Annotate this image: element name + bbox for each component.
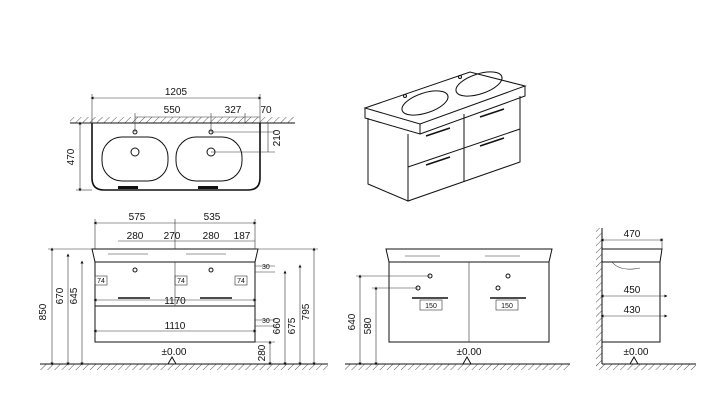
front-floor-level: ±0.00 — [162, 347, 187, 358]
front-basin-top — [91, 248, 259, 263]
dim-550: 550 — [164, 105, 181, 116]
dim-1110: 1110 — [165, 321, 186, 332]
dim-74-b: 74 — [177, 278, 185, 285]
dim-74-a: 74 — [97, 278, 105, 285]
dim-327: 327 — [225, 105, 242, 116]
dim-795: 795 — [301, 303, 312, 320]
iso-bowl-left — [401, 90, 449, 116]
side-cabinet — [601, 261, 661, 343]
dim-270: 270 — [164, 231, 181, 242]
dim-470-side: 470 — [624, 229, 641, 240]
side-floor-level: ±0.00 — [624, 347, 649, 358]
drain-left-icon — [130, 147, 140, 157]
dim-450: 450 — [624, 285, 641, 296]
top-basin-outline — [91, 123, 261, 191]
top-foot-right — [198, 186, 218, 189]
dim-580: 580 — [363, 317, 374, 334]
iso-cabinet-side — [367, 118, 409, 202]
side-view: 470 450 430 ±0.00 — [596, 228, 696, 370]
dim-30-top: 30 — [262, 264, 270, 271]
back-basin-top — [385, 248, 553, 263]
top-bowl-right — [175, 136, 243, 182]
dim-210: 210 — [272, 129, 283, 146]
dim-660: 660 — [272, 317, 283, 334]
top-view: 1205 550 327 70 470 210 — [66, 87, 295, 192]
dim-1205: 1205 — [165, 87, 188, 98]
back-view: 150 150 640 580 ±0.00 — [345, 248, 570, 370]
dim-280-h: 280 — [257, 344, 268, 361]
dim-187: 187 — [234, 231, 251, 242]
dim-150-left: 150 — [425, 303, 437, 310]
side-basin — [602, 248, 663, 263]
dim-575: 575 — [129, 212, 146, 223]
dim-280-left: 280 — [127, 231, 144, 242]
dim-640: 640 — [347, 313, 358, 330]
top-foot-left — [118, 186, 138, 189]
isometric-view — [363, 71, 527, 202]
dim-430: 430 — [624, 305, 641, 316]
iso-bowl-right — [455, 71, 503, 97]
dim-675: 675 — [287, 317, 298, 334]
back-floor-level: ±0.00 — [457, 347, 482, 358]
dim-74-c: 74 — [237, 278, 245, 285]
dim-1170: 1170 — [164, 296, 186, 307]
iso-top-surface — [363, 71, 527, 125]
top-bowl-left — [101, 136, 169, 182]
dim-850: 850 — [38, 303, 49, 320]
dim-670: 670 — [55, 287, 66, 304]
dim-280-right: 280 — [203, 231, 220, 242]
dim-645: 645 — [69, 287, 80, 304]
dim-30-bottom: 30 — [262, 318, 270, 325]
wall-hatch — [70, 117, 295, 123]
dim-150-right: 150 — [501, 303, 513, 310]
front-view: 74 74 74 575 535 280 270 280 187 1170 11… — [38, 212, 328, 370]
dim-70: 70 — [260, 105, 272, 116]
dim-535: 535 — [204, 212, 221, 223]
dim-470-top: 470 — [66, 148, 77, 165]
